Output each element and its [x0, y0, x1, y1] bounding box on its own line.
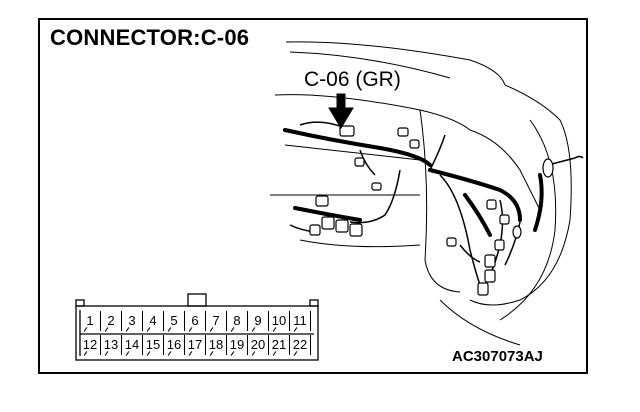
pin-13: 13 — [101, 335, 122, 355]
pin-row-bottom: 12 13 14 15 16 17 18 19 20 21 22 — [80, 335, 311, 355]
pin-3: 3 — [122, 311, 143, 331]
connector-pinout: 1 2 3 4 5 6 7 8 9 10 11 12 13 14 15 16 1… — [76, 306, 318, 360]
pin-21: 21 — [269, 335, 290, 355]
pin-1: 1 — [80, 311, 101, 331]
pin-10: 10 — [269, 311, 290, 331]
connector-title: CONNECTOR:C-06 — [50, 25, 250, 50]
pin-17: 17 — [185, 335, 206, 355]
pin-row-top: 1 2 3 4 5 6 7 8 9 10 11 — [80, 311, 311, 331]
pin-18: 18 — [206, 335, 227, 355]
pin-22: 22 — [290, 335, 311, 355]
pin-9: 9 — [248, 311, 269, 331]
pin-2: 2 — [101, 311, 122, 331]
connector-callout-label: C-06 (GR) — [304, 68, 401, 91]
pin-4: 4 — [143, 311, 164, 331]
pin-15: 15 — [143, 335, 164, 355]
pin-14: 14 — [122, 335, 143, 355]
pin-6: 6 — [185, 311, 206, 331]
pin-20: 20 — [248, 335, 269, 355]
pin-19: 19 — [227, 335, 248, 355]
pin-5: 5 — [164, 311, 185, 331]
pin-11: 11 — [290, 311, 311, 331]
pin-8: 8 — [227, 311, 248, 331]
pin-7: 7 — [206, 311, 227, 331]
pin-16: 16 — [164, 335, 185, 355]
figure-id: AC307073AJ — [452, 348, 543, 365]
pin-12: 12 — [80, 335, 101, 355]
